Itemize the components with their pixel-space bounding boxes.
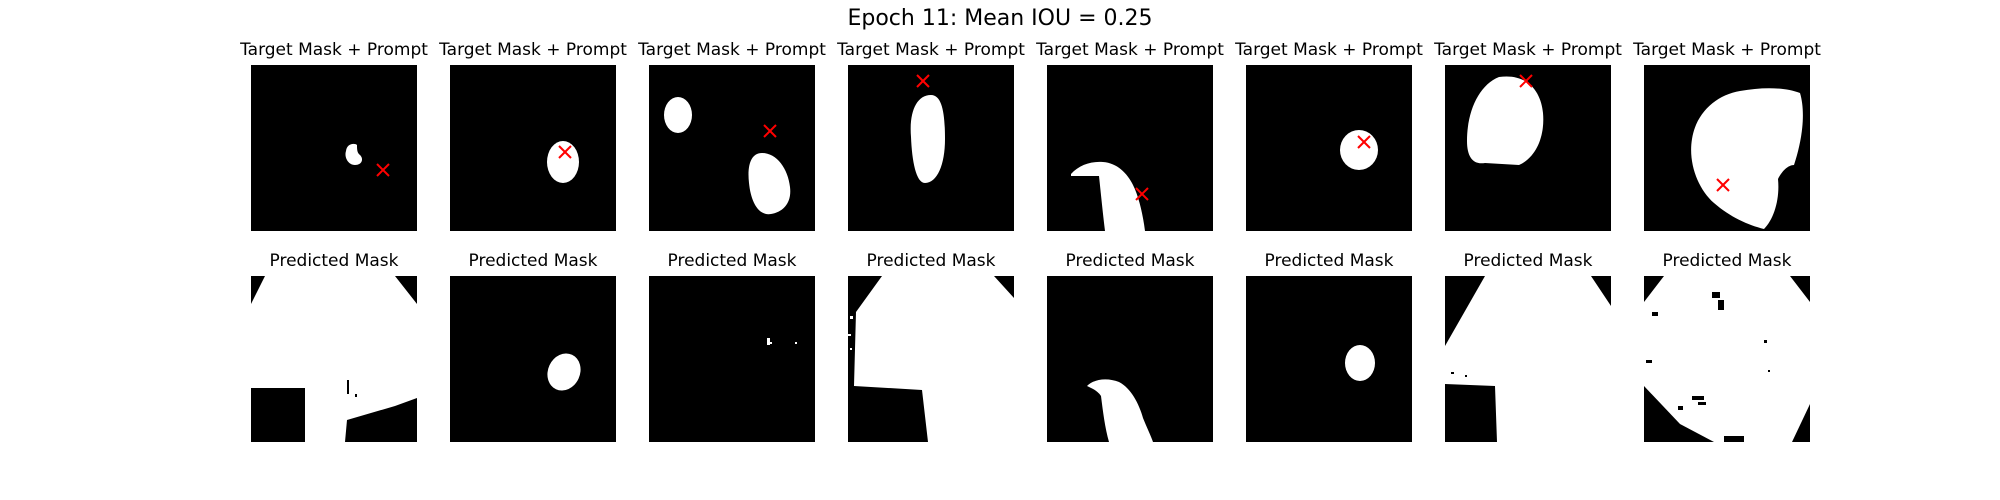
predicted-mask-image-4 [848, 276, 1014, 442]
panel-title: Predicted Mask [468, 251, 598, 271]
predicted-mask-region [1445, 276, 1611, 442]
prompt-point-marker [1519, 74, 1533, 88]
target-mask-panel-2: Target Mask + Prompt [439, 40, 627, 231]
panel-title: Predicted Mask [1065, 251, 1195, 271]
predicted-mask-image-8 [1644, 276, 1810, 442]
predicted-mask-image-5 [1047, 276, 1213, 442]
target-mask-region [748, 153, 791, 215]
panel-title: Target Mask + Prompt [1434, 40, 1622, 60]
target-mask-image-3 [649, 65, 815, 231]
target-mask-region [1071, 161, 1145, 231]
target-mask-region [1691, 88, 1803, 229]
image-background [649, 276, 815, 442]
predicted-mask-panel-4: Predicted Mask [848, 251, 1014, 442]
predicted-mask-panel-2: Predicted Mask [450, 251, 616, 442]
prompt-point-marker [763, 124, 777, 138]
predicted-mask-region [1644, 276, 1810, 442]
panel-title: Predicted Mask [1463, 251, 1593, 271]
panel-title: Predicted Mask [1662, 251, 1792, 271]
panel-title: Predicted Mask [1264, 251, 1394, 271]
prompt-point-marker [376, 163, 390, 177]
predicted-mask-region [767, 338, 797, 345]
target-mask-panel-4: Target Mask + Prompt [837, 40, 1025, 231]
mask-noise [347, 380, 357, 397]
panel-title: Target Mask + Prompt [1036, 40, 1224, 60]
image-background [1246, 276, 1412, 442]
panel-title: Target Mask + Prompt [439, 40, 627, 60]
target-mask-region [910, 95, 945, 183]
predicted-mask-panel-7: Predicted Mask [1445, 251, 1611, 442]
predicted-mask-panel-8: Predicted Mask [1644, 251, 1810, 442]
predicted-mask-panel-3: Predicted Mask [649, 251, 815, 442]
predicted-mask-region [854, 276, 1014, 442]
target-mask-image-1 [251, 65, 417, 231]
mask-noise [1451, 372, 1467, 377]
prompt-point-marker [1357, 135, 1371, 149]
target-mask-panel-3: Target Mask + Prompt [638, 40, 826, 231]
predicted-mask-panel-1: Predicted Mask [251, 251, 417, 442]
predicted-mask-image-1 [251, 276, 417, 442]
target-mask-region [1467, 76, 1544, 165]
predicted-mask-region [1087, 379, 1153, 442]
target-mask-panel-6: Target Mask + Prompt [1235, 40, 1423, 231]
image-background [649, 65, 815, 231]
mask-noise [848, 316, 853, 350]
target-mask-image-6 [1246, 65, 1412, 231]
predicted-mask-image-3 [649, 276, 815, 442]
target-mask-panel-8: Target Mask + Prompt [1633, 40, 1821, 231]
predicted-mask-image-7 [1445, 276, 1611, 442]
target-mask-image-5 [1047, 65, 1213, 231]
predicted-mask-panel-5: Predicted Mask [1047, 251, 1213, 442]
predicted-mask-image-2 [450, 276, 616, 442]
prompt-point-marker [558, 145, 572, 159]
target-mask-region [1340, 130, 1378, 170]
image-background [1246, 65, 1412, 231]
panel-title: Target Mask + Prompt [837, 40, 1025, 60]
predicted-mask-image-6 [1246, 276, 1412, 442]
image-background [450, 276, 616, 442]
target-mask-image-8 [1644, 65, 1810, 231]
target-mask-region [664, 97, 692, 133]
panel-title: Target Mask + Prompt [240, 40, 428, 60]
target-mask-panel-1: Target Mask + Prompt [240, 40, 428, 231]
target-mask-panel-5: Target Mask + Prompt [1036, 40, 1224, 231]
panel-title: Target Mask + Prompt [1235, 40, 1423, 60]
prompt-point-marker [1716, 178, 1730, 192]
target-mask-region [547, 141, 579, 183]
figure-title: Epoch 11: Mean IOU = 0.25 [847, 6, 1153, 31]
target-mask-image-7 [1445, 65, 1611, 231]
target-mask-image-4 [848, 65, 1014, 231]
panel-title: Target Mask + Prompt [638, 40, 826, 60]
panel-title: Predicted Mask [866, 251, 996, 271]
target-mask-panel-7: Target Mask + Prompt [1434, 40, 1622, 231]
prompt-point-marker [1135, 187, 1149, 201]
predicted-mask-region [251, 276, 417, 442]
panel-title: Predicted Mask [269, 251, 399, 271]
prompt-point-marker [916, 74, 930, 88]
mask-noise [1646, 292, 1770, 442]
panel-title: Predicted Mask [667, 251, 797, 271]
target-mask-region [345, 143, 363, 165]
image-background [450, 65, 616, 231]
target-mask-image-2 [450, 65, 616, 231]
panel-title: Target Mask + Prompt [1633, 40, 1821, 60]
image-background [251, 65, 417, 231]
predicted-mask-region [547, 353, 581, 391]
predicted-mask-region [1345, 345, 1375, 381]
predicted-mask-panel-6: Predicted Mask [1246, 251, 1412, 442]
